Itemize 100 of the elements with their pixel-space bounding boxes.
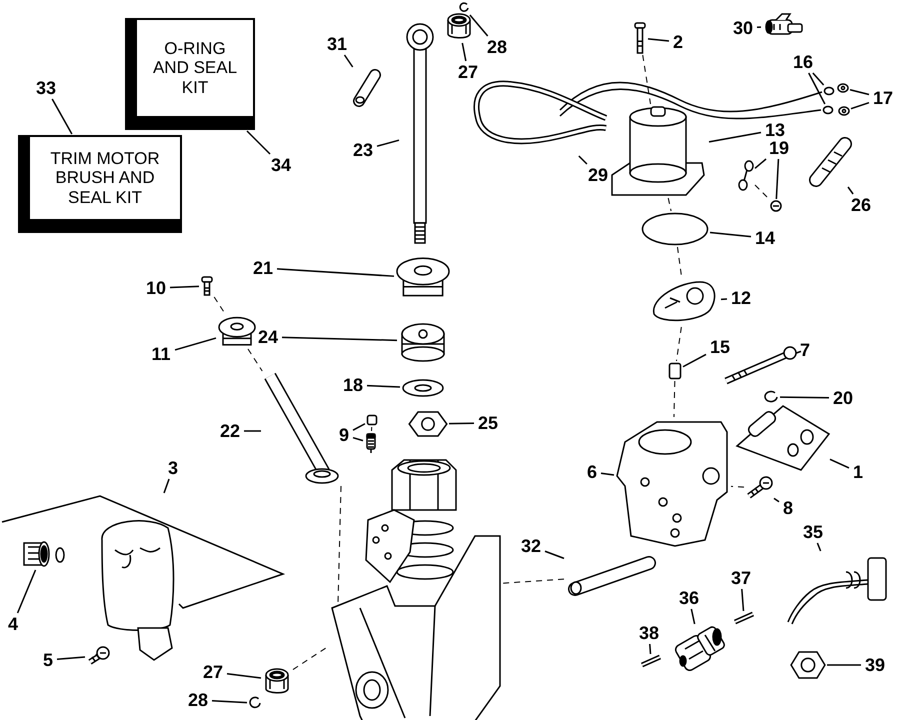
retaining-ring-drawing bbox=[763, 390, 779, 404]
callout-number: 30 bbox=[730, 18, 756, 38]
leader-line bbox=[708, 132, 762, 143]
assembly-line bbox=[338, 485, 342, 604]
leader-line bbox=[796, 350, 802, 354]
callout-number: 7 bbox=[797, 340, 813, 360]
callout-number: 18 bbox=[340, 375, 366, 395]
leader-line bbox=[52, 98, 73, 134]
assembly-line bbox=[668, 198, 672, 212]
leader-line bbox=[226, 673, 262, 679]
nut-drawing bbox=[790, 650, 826, 680]
pin-terminal-drawing bbox=[733, 612, 755, 624]
assembly-line bbox=[502, 578, 564, 584]
callout-number: 34 bbox=[268, 155, 294, 175]
leader-line bbox=[850, 102, 870, 110]
assembly-line bbox=[371, 426, 372, 432]
bolt-drawing bbox=[86, 646, 110, 666]
screw-drawing bbox=[200, 276, 214, 296]
callout-number: 31 bbox=[324, 34, 350, 54]
leader-line bbox=[756, 26, 762, 28]
valve-kit-drawing bbox=[733, 404, 829, 470]
retaining-ring-drawing bbox=[458, 2, 470, 14]
kit-box: O-RING AND SEAL KIT bbox=[125, 18, 255, 130]
leader-line bbox=[163, 478, 170, 494]
screw-drawing bbox=[633, 22, 647, 54]
clip-drawing bbox=[738, 160, 754, 192]
callout-number: 28 bbox=[185, 690, 211, 710]
ring-terminal-drawing bbox=[837, 83, 849, 93]
callout-number: 12 bbox=[728, 288, 754, 308]
callout-number: 6 bbox=[584, 462, 600, 482]
leader-line bbox=[827, 664, 861, 666]
cap-drawing bbox=[217, 316, 257, 348]
leader-line bbox=[246, 130, 271, 155]
callout-number: 4 bbox=[5, 614, 21, 634]
callout-number: 2 bbox=[670, 32, 686, 52]
leader-line bbox=[754, 158, 767, 169]
leader-line bbox=[812, 72, 824, 86]
connector-drawing bbox=[675, 625, 725, 673]
leader-line bbox=[850, 89, 870, 96]
leader-line bbox=[376, 139, 400, 147]
callout-number: 23 bbox=[350, 140, 376, 160]
screw-drawing bbox=[770, 200, 782, 212]
callout-number: 3 bbox=[165, 458, 181, 478]
callout-number: 24 bbox=[255, 327, 281, 347]
kit-outline bbox=[0, 494, 285, 612]
callout-number: 17 bbox=[870, 88, 896, 108]
leader-line bbox=[174, 337, 216, 351]
leader-line bbox=[710, 232, 752, 238]
leader-line bbox=[741, 588, 744, 612]
leader-line bbox=[830, 458, 850, 469]
leader-line bbox=[344, 54, 354, 68]
assembly-line bbox=[673, 380, 676, 418]
callout-number: 21 bbox=[250, 258, 276, 278]
leader-line bbox=[544, 550, 564, 560]
pin-drawing bbox=[352, 68, 382, 108]
plug-drawing bbox=[668, 362, 682, 380]
leader-line bbox=[720, 298, 728, 300]
leader-line bbox=[352, 436, 364, 442]
leader-line bbox=[282, 336, 398, 342]
leader-line bbox=[816, 542, 822, 552]
leader-line bbox=[682, 354, 706, 368]
assembly-line bbox=[642, 54, 652, 104]
pin-drawing bbox=[565, 555, 657, 597]
leader-line bbox=[690, 608, 696, 624]
assembly-line bbox=[676, 246, 682, 278]
callout-number: 9 bbox=[336, 425, 352, 445]
assembly-line bbox=[754, 184, 770, 200]
ring-drawing bbox=[823, 86, 835, 96]
callout-number: 29 bbox=[585, 165, 611, 185]
callout-number: 32 bbox=[518, 536, 544, 556]
pin-terminal-drawing bbox=[640, 655, 662, 667]
kit-box: TRIM MOTOR BRUSH AND SEAL KIT bbox=[18, 135, 182, 233]
callout-number: 16 bbox=[790, 52, 816, 72]
callout-number: 20 bbox=[830, 388, 856, 408]
callout-number: 15 bbox=[707, 337, 733, 357]
callout-number: 19 bbox=[766, 138, 792, 158]
callout-number: 1 bbox=[850, 462, 866, 482]
plug-drawing bbox=[366, 414, 378, 426]
leader-line bbox=[600, 472, 614, 476]
leader-line bbox=[352, 423, 366, 431]
ring-drawing bbox=[641, 212, 709, 246]
callout-number: 22 bbox=[217, 421, 243, 441]
callout-number: 5 bbox=[40, 650, 56, 670]
callout-number: 11 bbox=[148, 344, 174, 364]
leader-line bbox=[212, 700, 248, 704]
leader-line bbox=[244, 430, 261, 432]
sleeve-drawing bbox=[808, 138, 852, 186]
trim-cylinder-drawing bbox=[330, 458, 502, 720]
callout-number: 8 bbox=[780, 498, 796, 518]
assembly-line bbox=[676, 326, 682, 362]
callout-number: 25 bbox=[475, 413, 501, 433]
retaining-ring-drawing bbox=[248, 696, 262, 710]
callout-number: 28 bbox=[484, 37, 510, 57]
leader-line bbox=[462, 42, 467, 62]
callout-number: 36 bbox=[676, 588, 702, 608]
callout-number: 27 bbox=[455, 62, 481, 82]
leader-line bbox=[780, 396, 830, 399]
callout-number: 37 bbox=[728, 568, 754, 588]
assembly-line bbox=[730, 486, 744, 488]
callout-number: 38 bbox=[636, 623, 662, 643]
